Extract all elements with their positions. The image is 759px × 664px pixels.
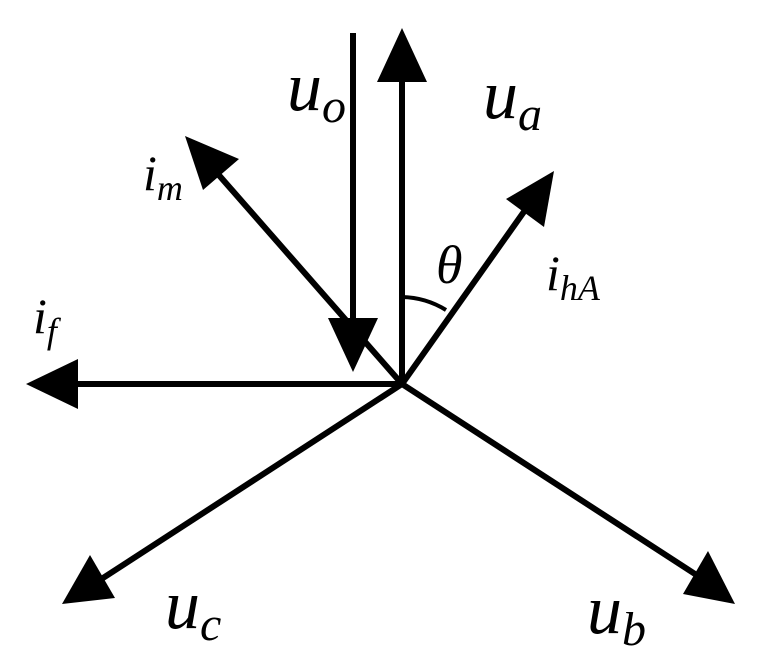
arrowhead-i-hA	[506, 171, 554, 227]
vector-i-f	[26, 359, 402, 409]
arrowhead-u-c	[62, 555, 115, 604]
label-i-hA: ihA	[546, 245, 601, 308]
arrowhead-u-b	[683, 551, 735, 604]
label-u-c: uc	[165, 567, 221, 651]
label-u-o: uo	[287, 49, 346, 133]
vector-i-hA	[399, 171, 554, 386]
vector-u-a	[377, 28, 427, 384]
arrowhead-u-a	[377, 28, 427, 82]
arrowhead-i-f	[26, 359, 78, 409]
label-theta: θ	[436, 235, 463, 295]
vector-u-c	[62, 381, 404, 604]
label-u-a: ua	[483, 57, 542, 141]
arrowhead-i-m	[185, 136, 239, 190]
label-i-f: if	[33, 288, 62, 351]
vector-i-m	[185, 136, 405, 386]
vector-u-o	[328, 33, 378, 372]
angle-arc-theta	[401, 295, 448, 312]
label-u-b: ub	[587, 572, 646, 656]
label-i-m: im	[143, 145, 183, 208]
vector-u-b	[400, 381, 735, 604]
arrowhead-u-o	[328, 318, 378, 372]
